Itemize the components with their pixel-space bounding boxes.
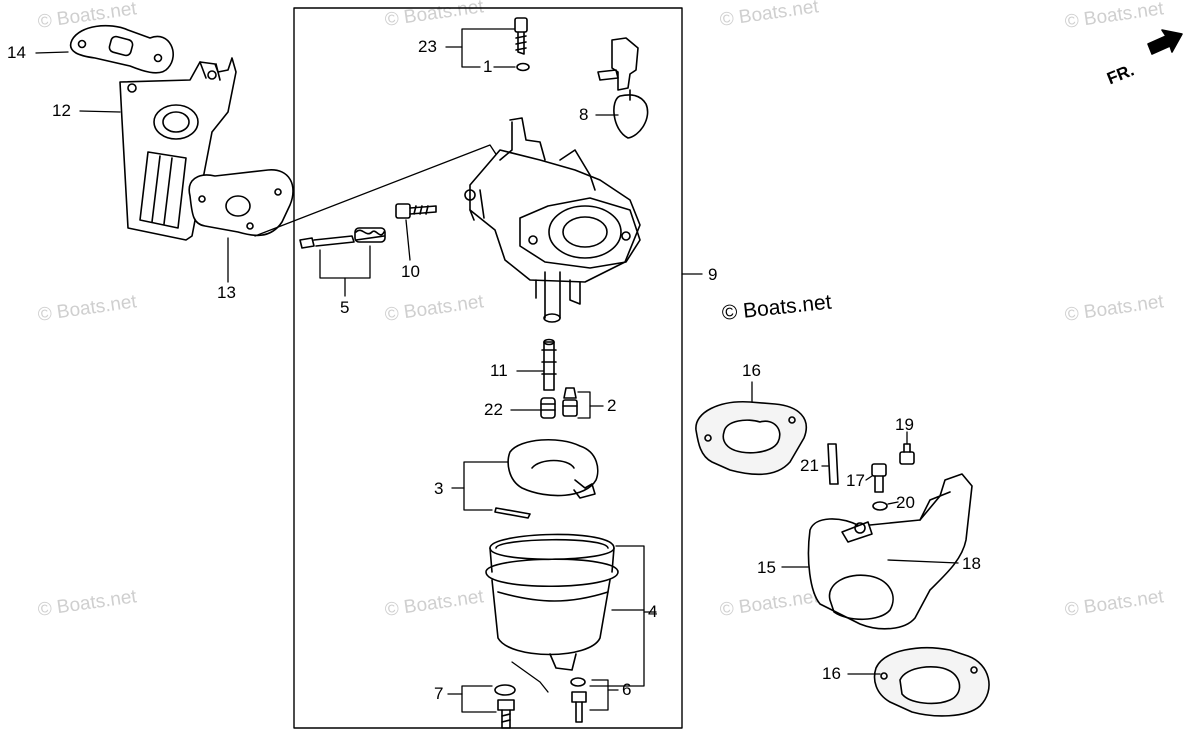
callout-16-top: 16: [742, 361, 761, 380]
washer-20: [872, 501, 888, 511]
callout-7: 7: [434, 684, 444, 703]
bolt-17: [871, 463, 887, 493]
bracket-12: [119, 57, 237, 241]
callout-5: 5: [340, 298, 350, 317]
leader-lines: [35, 28, 959, 713]
pin-21: [827, 443, 839, 485]
screw-5: [299, 227, 386, 249]
callout-23: 23: [418, 37, 437, 56]
callout-3: 3: [434, 479, 444, 498]
callout-11: 11: [490, 361, 508, 380]
callout-17: 17: [846, 471, 865, 490]
bracket-15: [807, 473, 973, 630]
callout-8: 8: [579, 105, 589, 124]
screw-10: [395, 203, 437, 219]
callout-4: 4: [648, 602, 658, 621]
part-22: [540, 397, 556, 419]
direction-arrow: [1147, 29, 1183, 55]
gasket-16-top: [695, 401, 807, 476]
callout-6: 6: [622, 680, 632, 699]
choke-lever-8: [597, 37, 649, 139]
assembly-frame: [293, 7, 683, 729]
callout-15: 15: [757, 558, 776, 577]
float-3: [494, 438, 599, 519]
callout-9: 9: [708, 265, 718, 284]
screw-6: [570, 677, 587, 723]
washer-1: [516, 62, 530, 72]
part-2: [562, 387, 578, 417]
float-bowl-4: [485, 533, 619, 671]
callout-16-bottom: 16: [822, 664, 841, 683]
bolt-7: [494, 684, 516, 729]
gasket-14: [69, 24, 174, 74]
gasket-13: [188, 169, 294, 237]
callout-20: 20: [896, 493, 915, 512]
screw-23: [514, 17, 528, 55]
callout-18: 18: [962, 554, 981, 573]
callout-12: 12: [52, 101, 71, 120]
callout-22: 22: [484, 400, 503, 419]
callout-1: 1: [483, 57, 493, 76]
callout-2: 2: [607, 396, 617, 415]
callout-10: 10: [401, 262, 420, 281]
carburetor-body: [464, 117, 641, 323]
bolt-19: [899, 443, 915, 465]
callout-13: 13: [217, 283, 236, 302]
callout-19: 19: [895, 415, 914, 434]
gasket-16-bottom: [873, 647, 990, 717]
callout-21: 21: [800, 456, 819, 475]
callout-14: 14: [7, 43, 26, 62]
needle-11: [541, 338, 557, 391]
